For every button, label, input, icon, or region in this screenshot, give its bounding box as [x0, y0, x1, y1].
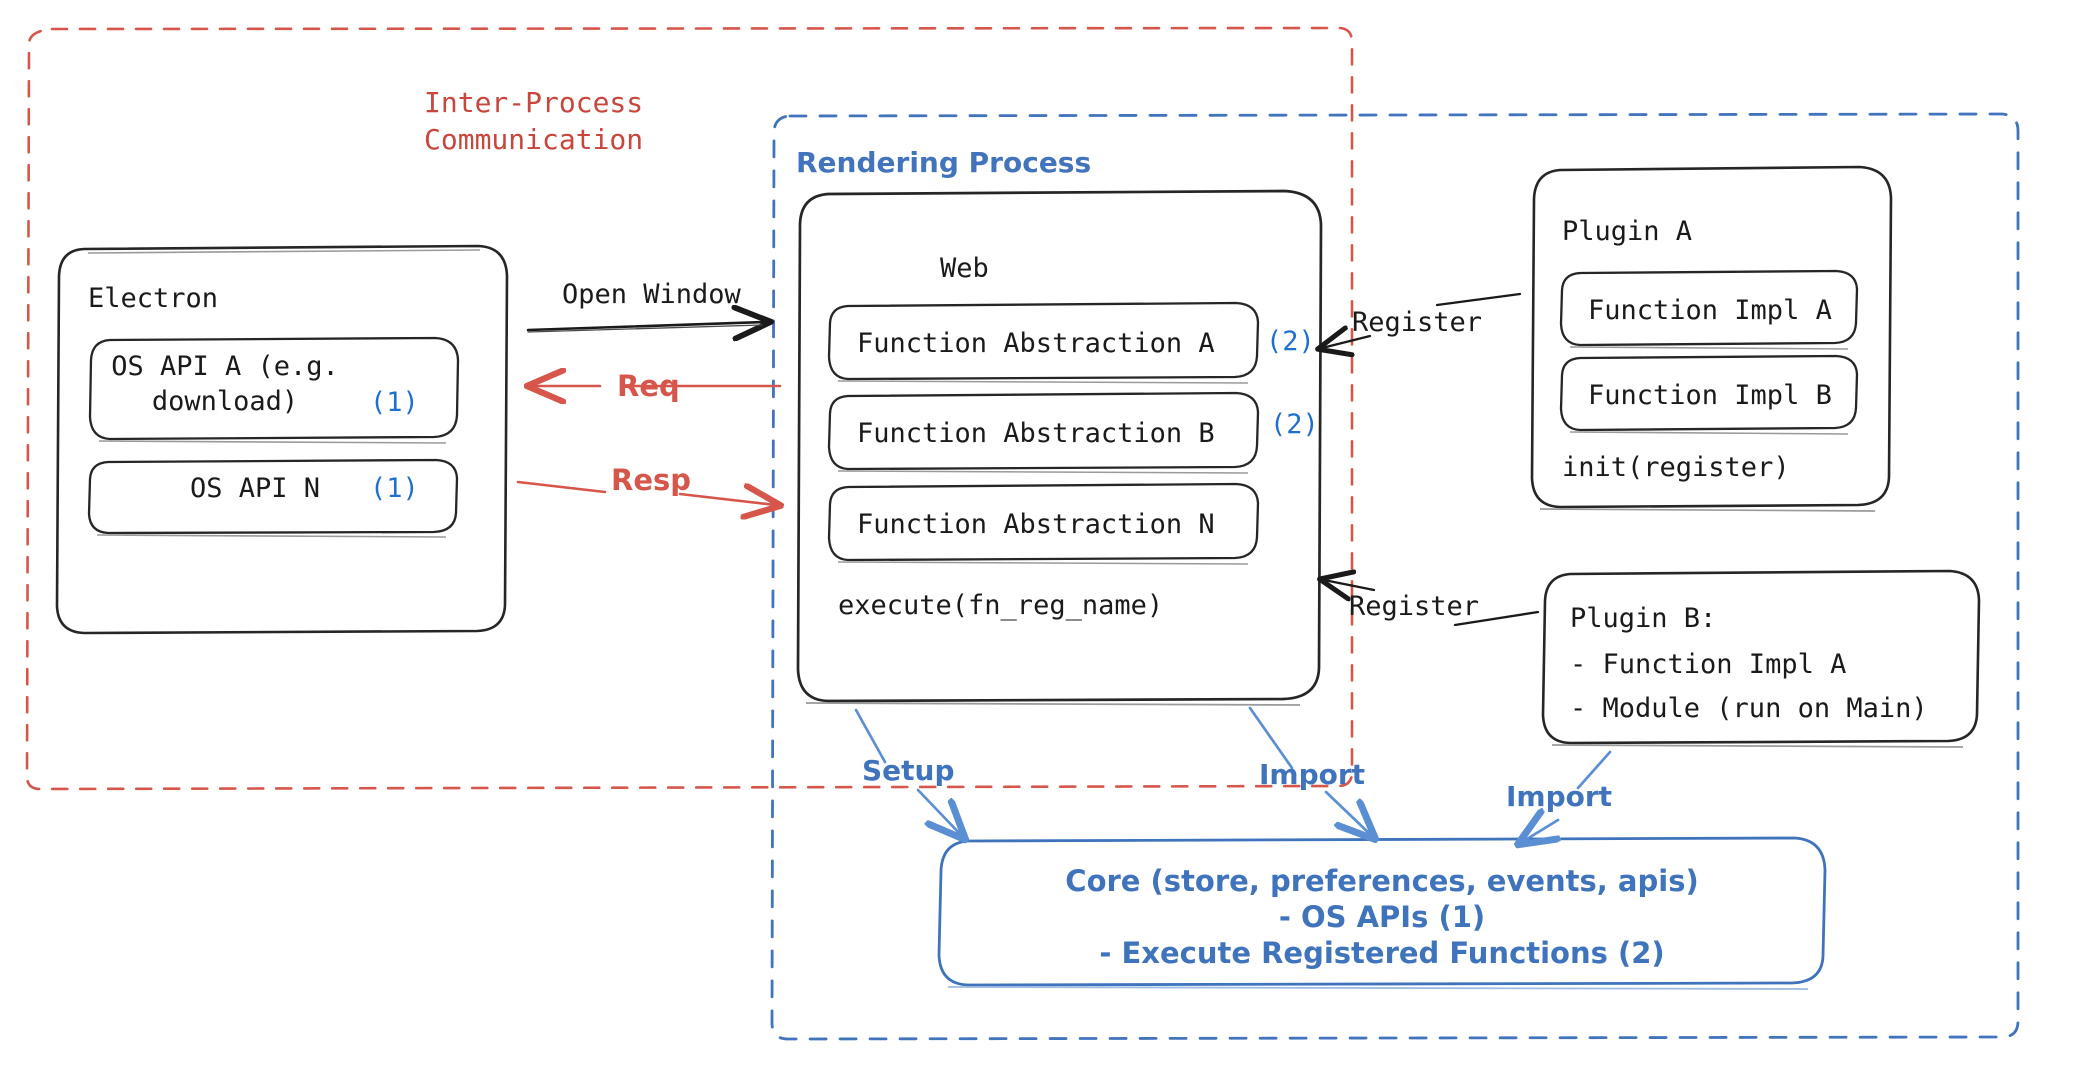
- os-api-a-tag: (1): [370, 387, 419, 418]
- electron-title: Electron: [88, 283, 219, 314]
- core-line-2: - Execute Registered Functions (2): [1099, 936, 1665, 970]
- open-window-arrow: [526, 322, 766, 332]
- os-api-a-label: OS API A (e.g. download): [111, 351, 339, 417]
- function-abstraction-n-label: Function Abstraction N: [857, 509, 1215, 540]
- plugin-b-title: Plugin B:: [1570, 603, 1717, 634]
- register-b-label: Register: [1349, 591, 1480, 622]
- web-execute-method: execute(fn_reg_name): [838, 590, 1164, 621]
- core-line-0: Core (store, preferences, events, apis): [1065, 864, 1699, 898]
- import-web-label: Import: [1259, 758, 1366, 791]
- plugin-b-item-0: - Function Impl A: [1570, 649, 1847, 680]
- web-title: Web: [940, 253, 989, 284]
- rendering-process-title: Rendering Process: [796, 146, 1092, 179]
- function-impl-a-label: Function Impl A: [1588, 295, 1832, 326]
- plugin-a-title: Plugin A: [1562, 216, 1693, 247]
- core-line-1: - OS APIs (1): [1278, 900, 1486, 934]
- function-abstraction-a-tag: (2): [1266, 326, 1315, 357]
- function-abstraction-a-label: Function Abstraction A: [857, 328, 1215, 359]
- plugin-b-item-1: - Module (run on Main): [1570, 693, 1928, 724]
- function-abstraction-b-label: Function Abstraction B: [857, 418, 1215, 449]
- function-impl-b-label: Function Impl B: [1588, 380, 1832, 411]
- plugin-a-init-method: init(register): [1562, 452, 1790, 483]
- register-a-label: Register: [1352, 307, 1483, 338]
- resp-label: Resp: [611, 463, 692, 497]
- ipc-container-title: Inter-Process Communication: [424, 86, 644, 157]
- function-abstraction-b-tag: (2): [1270, 409, 1319, 440]
- os-api-n-tag: (1): [370, 473, 419, 504]
- open-window-label: Open Window: [562, 279, 741, 310]
- import-plugin-b-label: Import: [1506, 780, 1613, 813]
- os-api-n-label: OS API N: [190, 473, 321, 504]
- setup-label: Setup: [862, 754, 955, 787]
- req-label: Req: [617, 369, 680, 403]
